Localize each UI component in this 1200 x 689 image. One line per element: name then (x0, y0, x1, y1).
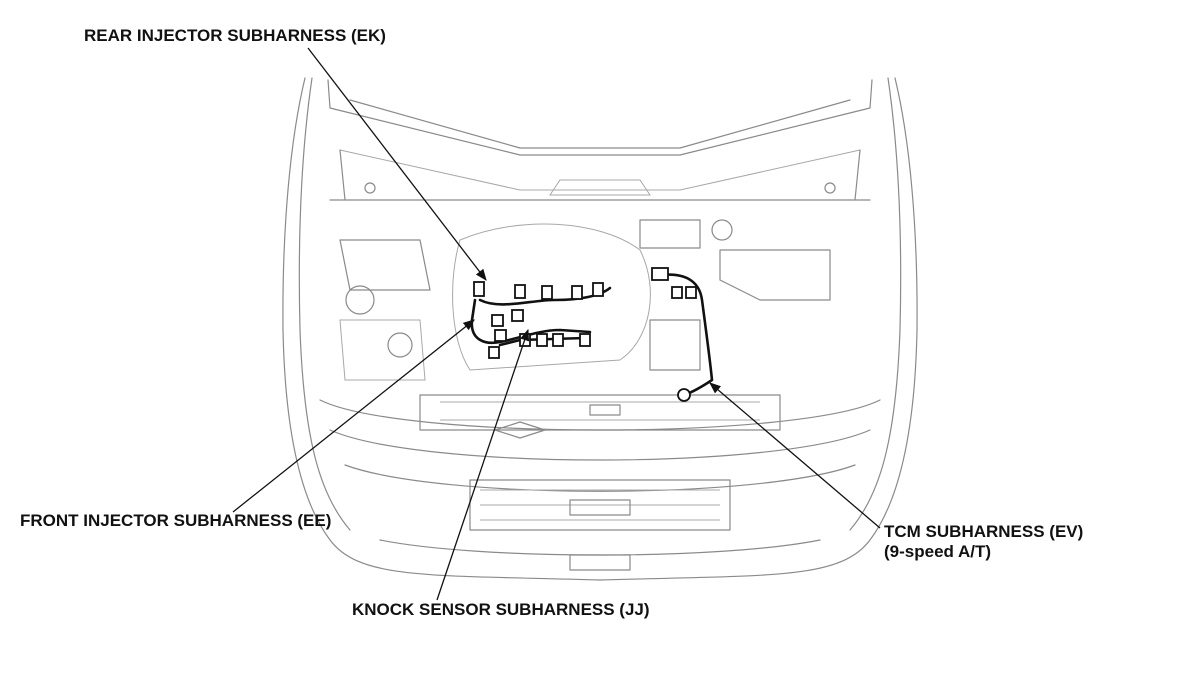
tcm-connector (671, 286, 683, 299)
tcm-leader (709, 382, 881, 529)
injector-connector (494, 329, 507, 342)
injector-connector (592, 282, 604, 297)
knock-sensor-label: KNOCK SENSOR SUBHARNESS (JJ) (352, 600, 650, 619)
knock-sensor-connector (536, 333, 548, 347)
injector-connector (491, 314, 504, 327)
front-injector-harness (470, 298, 592, 345)
rear-injector-leader (307, 47, 487, 281)
injector-connector (511, 309, 524, 322)
injector-connector (514, 284, 526, 299)
tcm-connector (677, 388, 691, 402)
rear-injector-harness (473, 281, 612, 306)
tcm-label-line2: (9-speed A/T) (884, 542, 992, 561)
tcm-label: TCM SUBHARNESS (EV) (9-speed A/T) (884, 522, 1083, 562)
knock-sensor-connector (488, 346, 500, 359)
rear-injector-label: REAR INJECTOR SUBHARNESS (EK) (84, 26, 386, 45)
front-injector-leader (232, 319, 475, 513)
knock-sensor-leader (436, 328, 530, 601)
injector-connector (541, 285, 553, 300)
tcm-connector (685, 286, 697, 299)
knock-sensor-connector (552, 333, 564, 347)
injector-connector (473, 281, 485, 297)
tcm-connector (651, 267, 669, 281)
injector-connector (571, 285, 583, 300)
car-body-outline (282, 77, 918, 581)
tcm-harness (651, 267, 714, 402)
knock-sensor-connector (579, 333, 591, 347)
tcm-label-line1: TCM SUBHARNESS (EV) (884, 522, 1084, 541)
front-injector-label: FRONT INJECTOR SUBHARNESS (EE) (20, 511, 332, 530)
